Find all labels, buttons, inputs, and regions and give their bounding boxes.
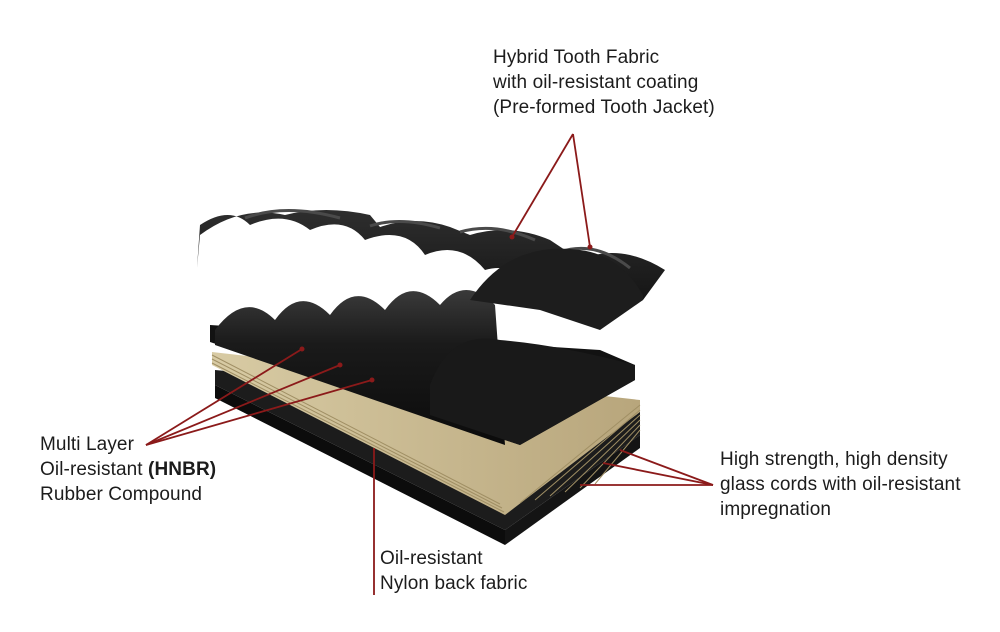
leader-dot xyxy=(587,244,593,250)
label-glass-cords: High strength, high density glass cords … xyxy=(720,447,961,522)
leader-dot xyxy=(369,377,375,383)
label-line: impregnation xyxy=(720,499,832,520)
leader-dot xyxy=(509,234,515,240)
label-line-hnbr: Oil-resistant (HNBR) xyxy=(40,457,216,482)
leader-dot xyxy=(299,346,305,352)
label-text: Oil-resistant xyxy=(40,459,149,480)
leader-lines xyxy=(145,133,714,595)
label-rubber-compound: Multi Layer Oil-resistant (HNBR) Rubber … xyxy=(40,432,216,507)
label-bold-text: (HNBR) xyxy=(148,459,217,480)
tooth-fabric-jacket xyxy=(197,209,665,330)
label-line: with oil-resistant coating xyxy=(493,72,699,93)
label-line: Nylon back fabric xyxy=(380,573,528,594)
label-line: High strength, high density xyxy=(720,449,948,470)
label-line: Multi Layer xyxy=(40,434,135,455)
label-line: (Pre-formed Tooth Jacket) xyxy=(493,97,715,118)
rubber-body xyxy=(210,290,635,445)
label-tooth-fabric: Hybrid Tooth Fabric with oil-resistant c… xyxy=(493,45,715,120)
leader-dot xyxy=(337,362,343,368)
label-line: Oil-resistant xyxy=(380,548,483,569)
label-nylon-back: Oil-resistant Nylon back fabric xyxy=(380,546,527,596)
label-line: Hybrid Tooth Fabric xyxy=(493,47,660,68)
label-line: Rubber Compound xyxy=(40,484,203,505)
label-line: glass cords with oil-resistant xyxy=(720,474,961,495)
